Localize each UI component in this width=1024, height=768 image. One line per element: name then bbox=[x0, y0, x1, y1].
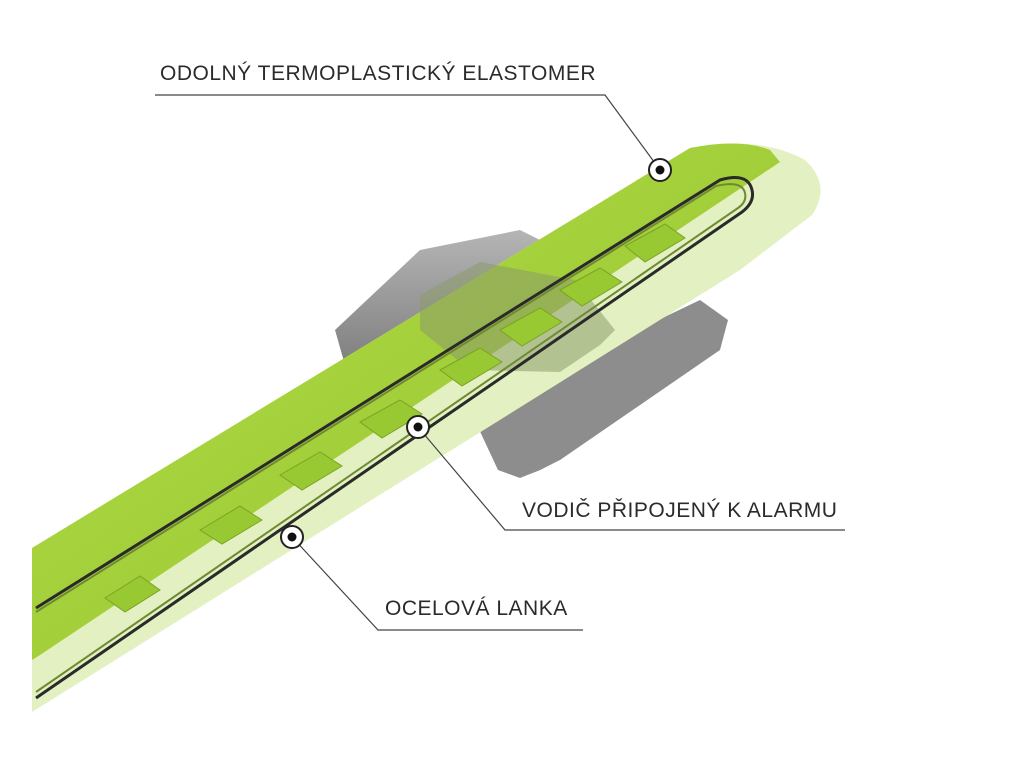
callout-label-elastomer: ODOLNÝ TERMOPLASTICKÝ ELASTOMER bbox=[160, 62, 596, 85]
leader-line-elastomer bbox=[155, 94, 661, 171]
callout-label-alarm-wire: VODIČ PŘIPOJENÝ K ALARMU bbox=[522, 499, 838, 522]
leader-line-steel-cable bbox=[291, 536, 583, 631]
leader-lines bbox=[155, 94, 845, 631]
callout-marker-steel-cable bbox=[280, 525, 304, 549]
leader-line-alarm-wire bbox=[417, 426, 845, 531]
callout-label-steel-cable: OCELOVÁ LANKA bbox=[385, 597, 568, 620]
callout-marker-alarm-wire bbox=[406, 415, 430, 439]
internal-cable-loop-inner bbox=[35, 183, 747, 693]
internal-cable-loop bbox=[35, 176, 754, 700]
callout-marker-elastomer bbox=[648, 158, 672, 182]
strap-ribs bbox=[104, 223, 686, 613]
